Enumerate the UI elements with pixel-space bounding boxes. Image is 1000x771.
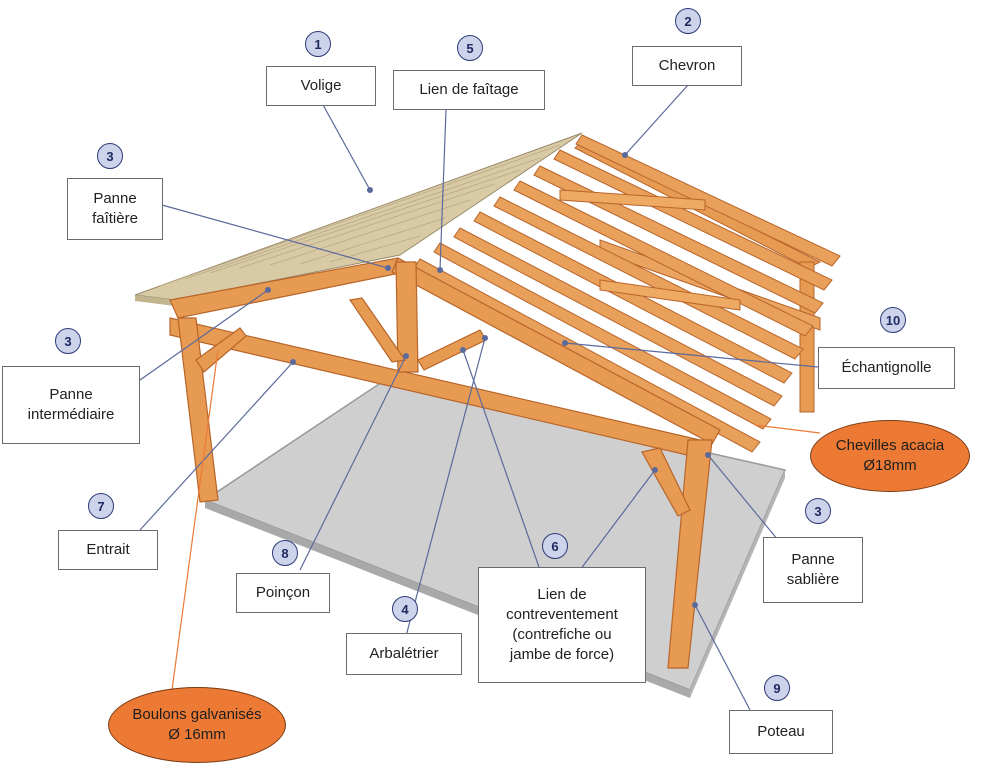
label-volige-text: Volige: [300, 77, 342, 94]
label-poincon: Poinçon: [236, 573, 330, 613]
callout-boulons-galvanises: Boulons galvanisés Ø 16mm: [108, 687, 286, 763]
badge-volige: 1: [305, 31, 331, 57]
badge-chevron: 2: [675, 8, 701, 34]
label-lien-contrev-line4: jambe de force): [509, 646, 615, 663]
callout-chevilles-line1: Chevilles acacia: [835, 437, 945, 454]
label-panne-sabliere: Panne sablière: [763, 537, 863, 603]
label-lien-faitage: Lien de faîtage: [393, 70, 545, 110]
label-poteau-text: Poteau: [757, 723, 805, 740]
label-chevron-text: Chevron: [658, 57, 716, 74]
badge-panne-intermediaire: 3: [55, 328, 81, 354]
label-panne-intermediaire: Panne intermédiaire: [2, 366, 140, 444]
label-chevron: Chevron: [632, 46, 742, 86]
badge-echantignolle: 10: [880, 307, 906, 333]
badge-lien-faitage: 5: [457, 35, 483, 61]
label-panne-sabliere-line1: Panne: [791, 551, 835, 568]
label-panne-faitiere-line1: Panne: [93, 190, 137, 207]
badge-entrait: 7: [88, 493, 114, 519]
label-poteau: Poteau: [729, 710, 833, 754]
rafters: [413, 134, 841, 453]
label-panne-faitiere: Panne faîtière: [67, 178, 163, 240]
label-echantignolle: Échantignolle: [818, 347, 955, 389]
label-lien-faitage-text: Lien de faîtage: [419, 81, 519, 98]
label-panne-sabliere-line2: sablière: [786, 571, 840, 588]
label-lien-contreventement: Lien de contreventement (contrefiche ou …: [478, 567, 646, 683]
callout-chevilles-acacia: Chevilles acacia Ø18mm: [810, 420, 970, 492]
label-panne-intermediaire-line1: Panne: [49, 386, 93, 403]
callout-lines: [171, 349, 821, 691]
badge-panne-sabliere: 3: [805, 498, 831, 524]
badge-panne-faitiere: 3: [97, 143, 123, 169]
badge-poteau: 9: [764, 675, 790, 701]
label-lien-contrev-line2: contreventement: [506, 606, 618, 623]
badge-lien-contreventement: 6: [542, 533, 568, 559]
label-entrait: Entrait: [58, 530, 158, 570]
label-panne-intermediaire-line2: intermédiaire: [27, 406, 115, 423]
label-panne-faitiere-line2: faîtière: [92, 210, 138, 227]
label-volige: Volige: [266, 66, 376, 106]
callout-boulons-line1: Boulons galvanisés: [132, 706, 262, 723]
purlins: [559, 189, 741, 311]
label-arbaletrier: Arbalétrier: [346, 633, 462, 675]
label-lien-contrev-line3: (contrefiche ou: [512, 626, 612, 643]
label-poincon-text: Poinçon: [255, 584, 311, 601]
label-echantignolle-text: Échantignolle: [841, 359, 932, 376]
badge-poincon: 8: [272, 540, 298, 566]
front-truss: [169, 257, 721, 669]
badge-arbaletrier: 4: [392, 596, 418, 622]
label-lien-contrev-line1: Lien de: [537, 586, 587, 603]
leader-arrowheads: [265, 152, 711, 608]
callout-boulons-line2: Ø 16mm: [168, 726, 226, 743]
callout-chevilles-line2: Ø18mm: [863, 457, 917, 474]
label-entrait-text: Entrait: [86, 541, 130, 558]
label-arbaletrier-text: Arbalétrier: [369, 645, 439, 662]
leader-lines: [139, 84, 819, 711]
